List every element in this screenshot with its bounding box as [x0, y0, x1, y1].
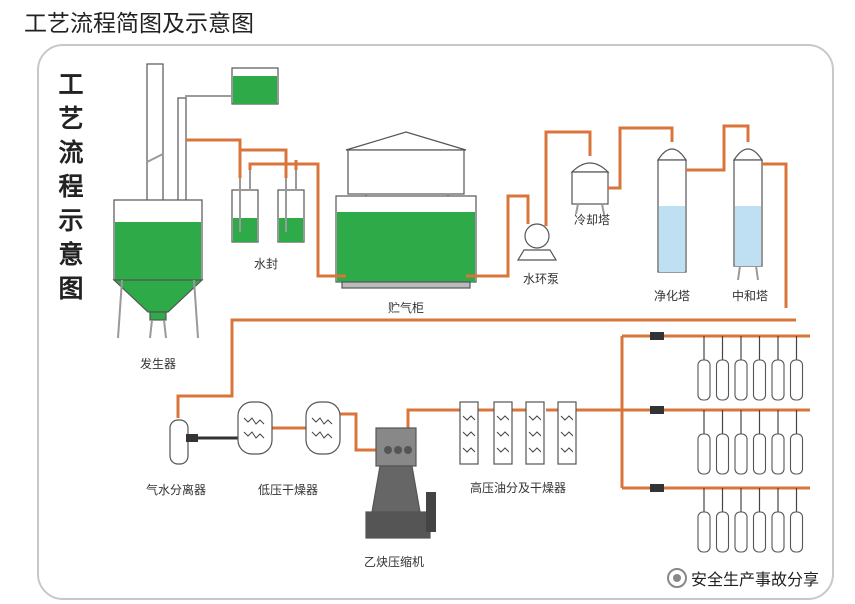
neutralization-tower	[732, 148, 764, 281]
gas-cylinder	[715, 359, 730, 401]
gas-cylinder	[752, 511, 767, 553]
gas-cylinder	[715, 433, 730, 475]
generator	[112, 63, 279, 339]
gas-cylinder	[789, 359, 804, 401]
gas-cylinder	[697, 359, 711, 401]
gas-cylinder	[734, 433, 748, 475]
gas-cylinder	[789, 433, 804, 475]
manifold-valve	[650, 406, 664, 414]
gas-cylinder	[752, 359, 767, 401]
diagram-vertical-title: 工 艺 流 程 示 意 图	[54, 68, 88, 306]
vtitle-char: 程	[58, 172, 84, 201]
gas-cylinder	[771, 511, 785, 553]
label-generator: 发生器	[140, 356, 176, 371]
gas-cylinder	[771, 433, 785, 475]
vtitle-char: 意	[58, 240, 84, 269]
vtitle-char: 流	[58, 138, 84, 167]
water-seals	[231, 170, 305, 243]
gas-cylinder	[715, 511, 730, 553]
label-low-pressure-dryer: 低压干燥器	[258, 483, 318, 497]
label-gas-water-separator: 气水分离器	[146, 482, 206, 497]
label-gas-holder: 贮气柜	[388, 300, 424, 315]
gas-cylinder	[789, 511, 804, 553]
page-title: 工艺流程简图及示意图	[24, 11, 254, 37]
vtitle-char: 艺	[58, 104, 84, 133]
gas-cylinder	[697, 511, 711, 553]
gas-cylinder	[734, 359, 748, 401]
gas-cylinder	[752, 433, 767, 475]
low-pressure-dryers	[237, 401, 341, 455]
label-water-ring-pump: 水环泵	[523, 272, 559, 286]
high-pressure-dryers	[459, 401, 577, 465]
label-neutralization-tower: 中和塔	[732, 288, 768, 303]
wechat-icon	[666, 568, 687, 588]
acetylene-compressor	[365, 427, 436, 539]
vtitle-char: 图	[58, 274, 84, 303]
label-purification-tower: 净化塔	[654, 289, 690, 303]
purification-tower	[656, 148, 688, 273]
label-cooling-tower: 冷却塔	[574, 213, 610, 227]
gas-water-separator	[169, 419, 198, 465]
water-ring-pump	[516, 223, 558, 261]
label-acetylene-compressor: 乙炔压缩机	[364, 554, 424, 569]
manifold-valve	[650, 332, 664, 340]
cooling-tower	[570, 162, 610, 215]
watermark-text: 安全生产事故分享	[690, 570, 819, 589]
manifold-valve	[650, 484, 664, 492]
vtitle-char: 工	[58, 70, 84, 99]
vtitle-char: 示	[58, 206, 84, 235]
watermark: 安全生产事故分享	[666, 566, 819, 590]
label-water-seal: 水封	[254, 257, 278, 271]
gas-cylinder	[771, 359, 785, 401]
gas-cylinder-manifolds	[650, 332, 804, 553]
gas-holder	[335, 131, 477, 289]
gas-cylinder	[697, 433, 711, 475]
gas-cylinder	[734, 511, 748, 553]
upper-pipelines	[186, 124, 788, 308]
label-high-pressure-dryer: 高压油分及干燥器	[470, 480, 566, 495]
